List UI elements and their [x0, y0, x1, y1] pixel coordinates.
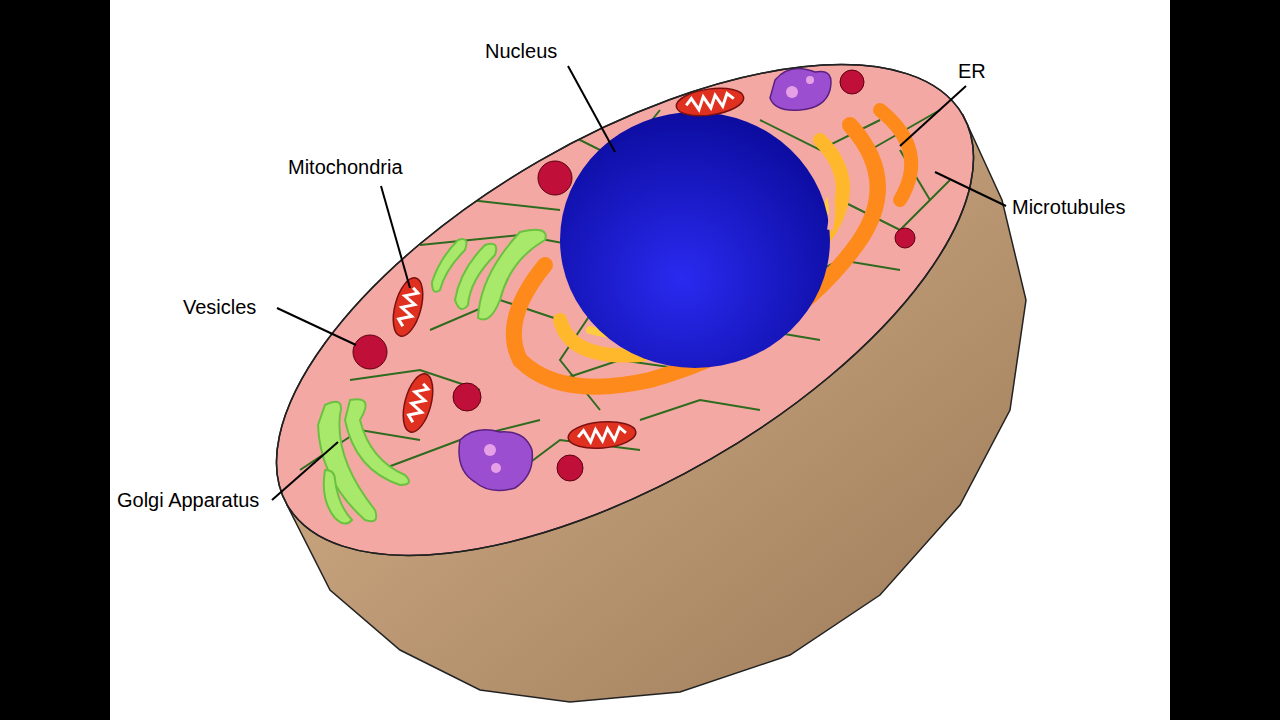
organelle-label: Nucleus — [485, 40, 557, 63]
side-bar — [0, 0, 110, 720]
cell-face — [201, 0, 1048, 654]
organelle-label: ER — [958, 60, 986, 83]
side-bar — [1170, 0, 1280, 720]
lysosomes — [459, 68, 831, 490]
organelle-label: Mitochondria — [288, 156, 403, 179]
leader-lines — [272, 66, 1006, 500]
organelle-label: Vesicles — [183, 296, 256, 319]
endoplasmic-reticulum — [514, 110, 911, 387]
organelle-label: Golgi Apparatus — [117, 489, 259, 512]
organelles — [300, 68, 950, 523]
organelle-label: Microtubules — [1012, 196, 1125, 219]
golgi-apparatus — [318, 230, 546, 524]
mitochondria — [388, 84, 746, 451]
vesicles — [353, 70, 915, 481]
nucleus — [560, 112, 830, 368]
